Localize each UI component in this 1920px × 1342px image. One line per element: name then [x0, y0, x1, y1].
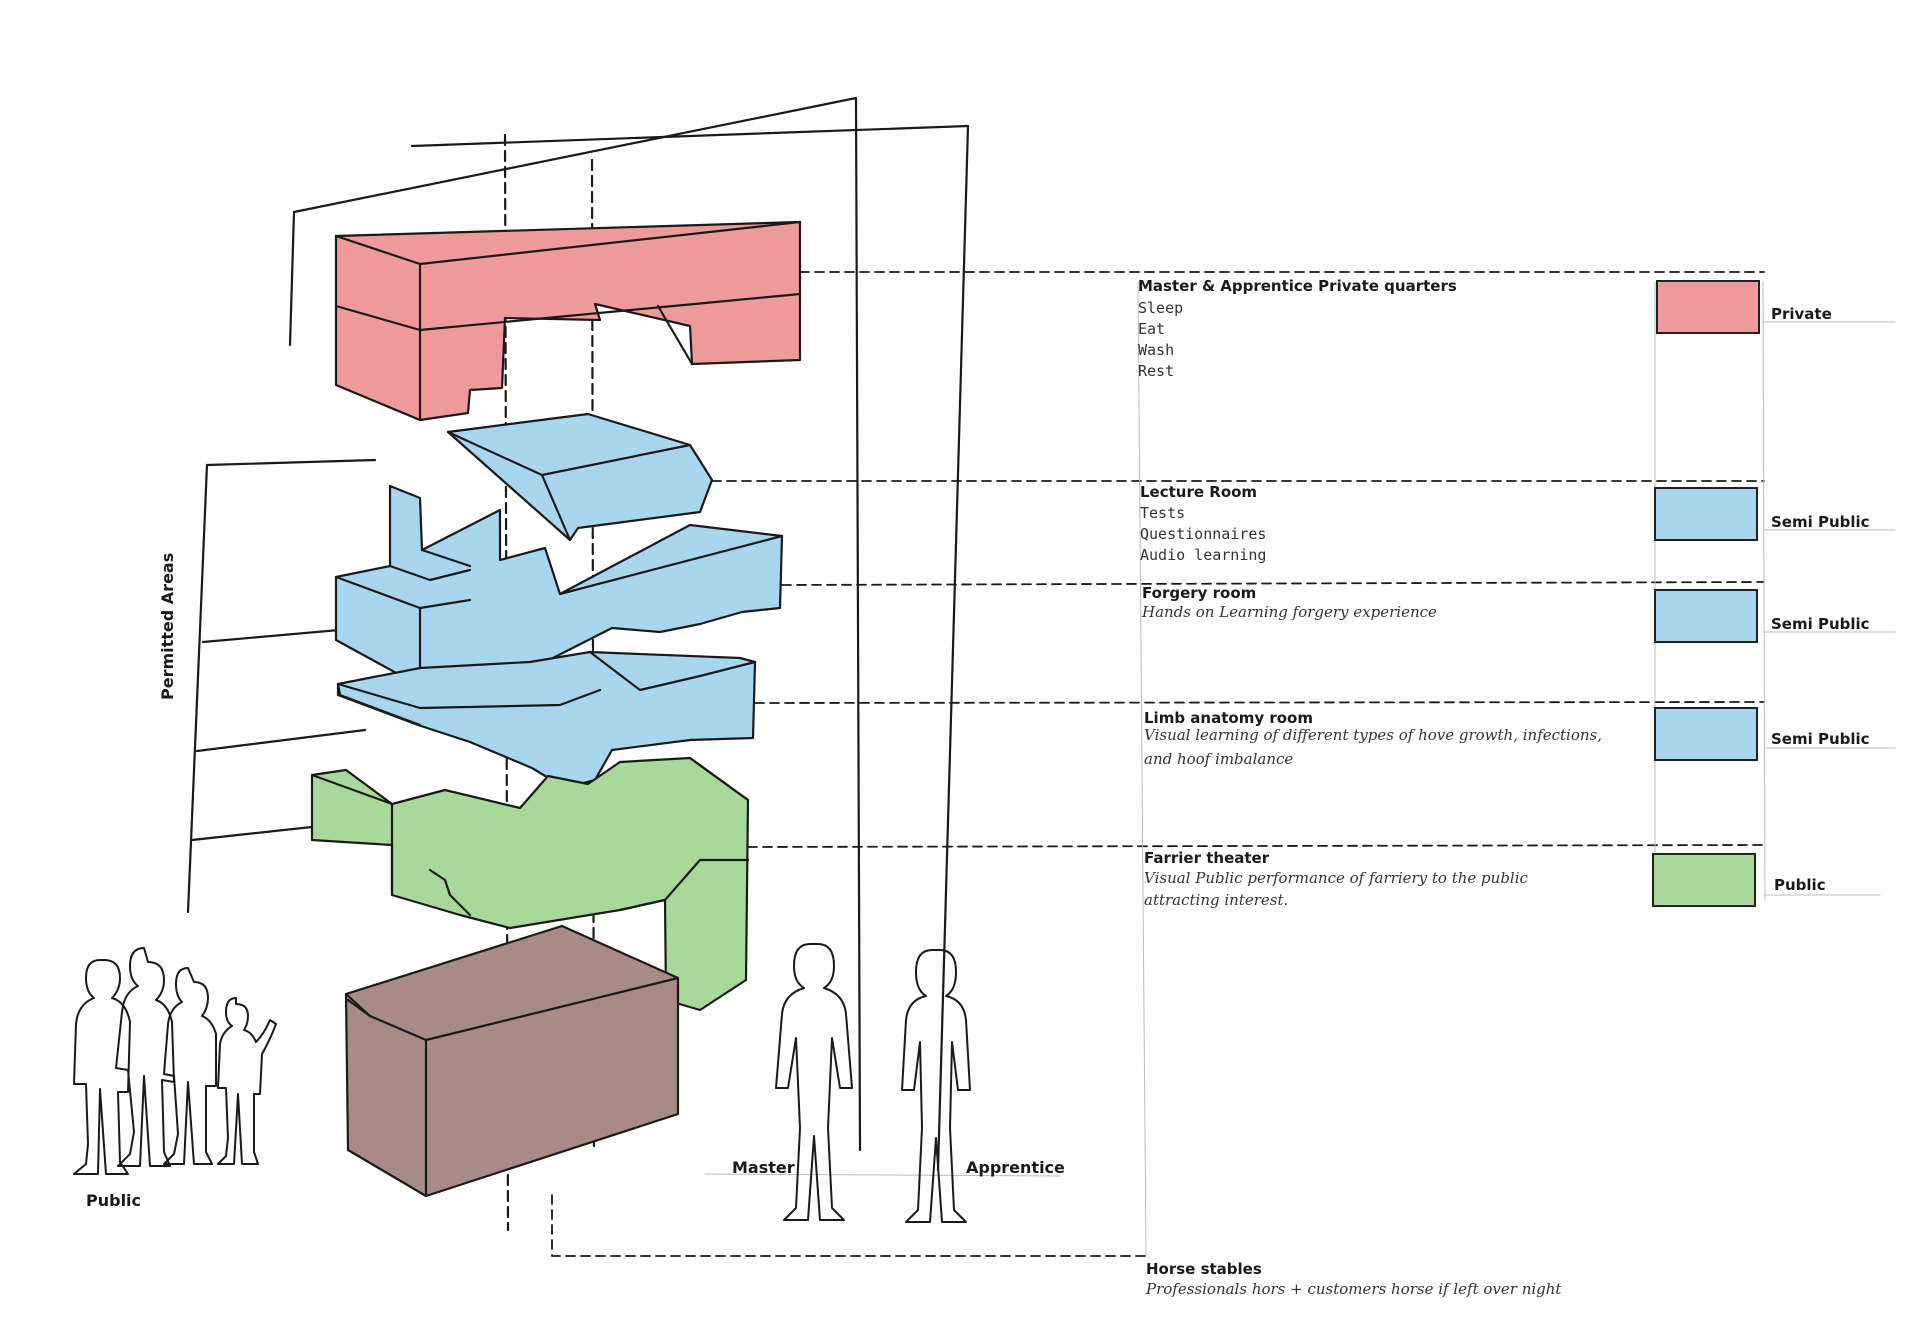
limb-anatomy-title: Limb anatomy room	[1144, 709, 1313, 727]
farrier-theater-desc-2: attracting interest.	[1144, 891, 1289, 909]
master-access-line	[288, 96, 862, 1152]
public-people-silhouettes	[73, 947, 277, 1175]
forgery-room-block	[334, 484, 784, 688]
farrier-theater-desc-1: Visual Public performance of farriery to…	[1144, 869, 1528, 887]
horse-stables-title: Horse stables	[1146, 1260, 1262, 1278]
private-quarters-block	[334, 220, 802, 422]
lecture-room-block	[446, 412, 714, 542]
apprentice-access-line	[410, 124, 970, 1172]
legend-swatch-public	[1652, 853, 1756, 907]
legend-label-semi-public-3: Semi Public	[1771, 730, 1870, 748]
lecture-item-questionnaires: Questionnaires	[1140, 525, 1267, 543]
horse-stables-desc: Professionals hors + customers horse if …	[1146, 1280, 1562, 1298]
legend-swatch-semi-public-3	[1654, 707, 1758, 761]
forgery-room-title: Forgery room	[1142, 584, 1257, 602]
lecture-room-title: Lecture Room	[1140, 483, 1258, 501]
person-public-3	[163, 967, 217, 1165]
apprentice-label: Apprentice	[966, 1158, 1065, 1177]
legend-swatch-private	[1656, 280, 1760, 334]
guide-lines	[704, 281, 1896, 1257]
private-item-sleep: Sleep	[1138, 299, 1184, 317]
legend-label-private: Private	[1771, 305, 1832, 323]
legend-label-public: Public	[1774, 876, 1826, 894]
legend-swatch-semi-public-1	[1654, 487, 1758, 541]
legend-label-semi-public-1: Semi Public	[1771, 513, 1870, 531]
horse-stables-block	[344, 924, 680, 1198]
person-public-1	[73, 959, 131, 1175]
limb-anatomy-desc-2: and hoof imbalance	[1144, 750, 1294, 768]
private-item-eat: Eat	[1138, 320, 1166, 338]
apprentice-silhouette	[901, 949, 971, 1223]
private-quarters-title: Master & Apprentice Private quarters	[1138, 277, 1457, 295]
farrier-theater-block	[310, 756, 750, 1012]
legend-label-semi-public-2: Semi Public	[1771, 615, 1870, 633]
farrier-theater-title: Farrier theater	[1144, 849, 1270, 867]
master-label: Master	[732, 1158, 795, 1177]
legend-swatch-semi-public-2	[1654, 589, 1758, 643]
lecture-item-audio: Audio learning	[1140, 546, 1267, 564]
lecture-item-tests: Tests	[1140, 504, 1186, 522]
private-item-rest: Rest	[1138, 362, 1175, 380]
leader-lines	[551, 271, 1765, 1257]
private-item-wash: Wash	[1138, 341, 1175, 359]
permitted-areas-label: Permitted Areas	[158, 552, 177, 700]
master-silhouette	[775, 943, 853, 1221]
limb-anatomy-desc-1: Visual learning of different types of ho…	[1144, 726, 1603, 744]
public-label: Public	[86, 1191, 142, 1210]
limb-anatomy-block	[336, 650, 757, 790]
person-public-4	[217, 997, 277, 1165]
person-public-2	[115, 947, 175, 1167]
forgery-room-desc: Hands on Learning forgery experience	[1142, 603, 1437, 621]
